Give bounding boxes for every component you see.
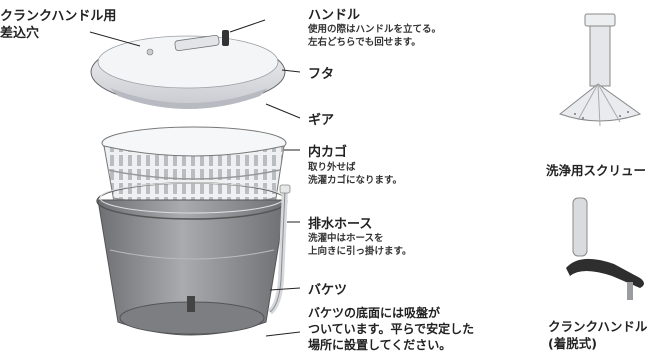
crank-slot-label: クランクハンドル用 差込穴 — [0, 9, 117, 41]
crank-handle-caption: クランクハンドル (着脱式) — [548, 319, 648, 351]
lid-illustration — [90, 30, 286, 109]
cleaning-screw-caption: 洗浄用スクリュー — [546, 163, 647, 178]
inner-basket-description: 取り外せば 洗濯カゴになります。 — [308, 162, 403, 186]
bucket-bottom-note: バケツの底面には吸盤が ついています。平らで安定した 場所に設置してください。 — [308, 306, 475, 352]
inner-basket-label: 内カゴ — [308, 145, 348, 160]
gear-label: ギア — [308, 113, 335, 128]
cleaning-screw-illustration — [558, 13, 642, 127]
drain-hose-label: 排水ホース — [308, 217, 373, 232]
bucket-label: バケツ — [308, 283, 348, 298]
drain-hose-description: 洗濯中はホースを 上向きに引っ掛けます。 — [308, 233, 412, 257]
handle-description: 使用の際はハンドルを立てる。 左右どちらでも回せます。 — [308, 24, 442, 48]
drain-hose-illustration — [267, 184, 291, 315]
bucket-illustration — [96, 182, 288, 336]
handle-label: ハンドル — [308, 8, 361, 23]
crank-handle-illustration — [566, 197, 644, 300]
leader-lines — [89, 19, 301, 337]
lid-label: フタ — [308, 67, 335, 82]
